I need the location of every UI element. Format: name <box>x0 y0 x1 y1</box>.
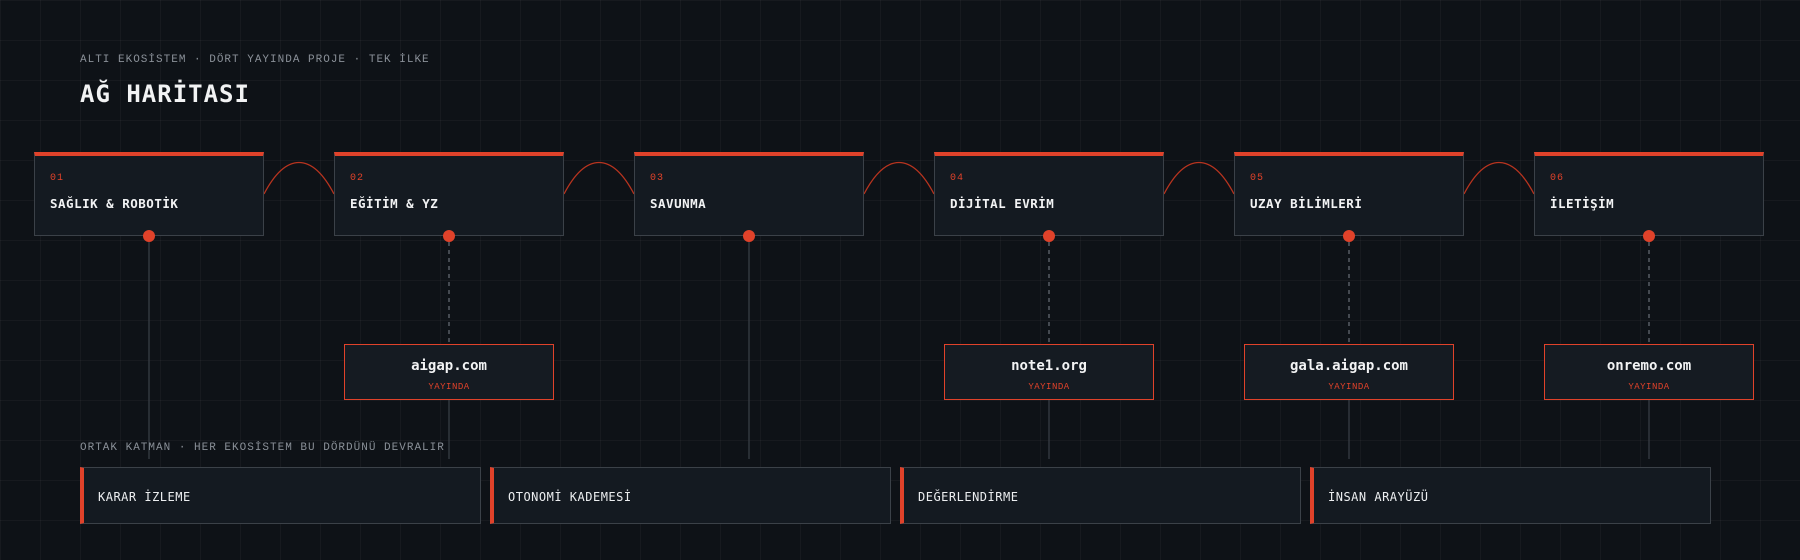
node-dot <box>143 230 155 242</box>
arc-connector <box>863 162 935 195</box>
ecosystem-number: 02 <box>350 173 365 184</box>
project-status-badge: YAYINDA <box>1328 382 1370 392</box>
shared-layer-card[interactable]: KARAR İZLEME <box>80 467 481 524</box>
project-domain[interactable]: note1.org <box>1011 358 1087 374</box>
arc-connector <box>1163 162 1235 195</box>
ecosystem-name: İLETİŞİM <box>1550 196 1615 211</box>
arc-connector <box>263 162 335 195</box>
ecosystem-number: 06 <box>1550 173 1565 184</box>
project-domain[interactable]: gala.aigap.com <box>1289 358 1408 374</box>
ecosystem-number: 03 <box>650 173 665 184</box>
shared-layer-card[interactable]: OTONOMİ KADEMESİ <box>490 467 891 524</box>
ecosystem-name: SAVUNMA <box>650 196 707 211</box>
shared-layer-name: DEĞERLENDİRME <box>918 490 1019 504</box>
shared-layer-card[interactable]: İNSAN ARAYÜZÜ <box>1310 467 1711 524</box>
eyebrow: ALTI EKOSİSTEM · DÖRT YAYINDA PROJE · TE… <box>80 54 430 66</box>
shared-layer-label: ORTAK KATMAN · HER EKOSİSTEM BU DÖRDÜNÜ … <box>80 442 445 454</box>
arc-connector <box>563 162 635 195</box>
ecosystem-number: 05 <box>1250 173 1265 184</box>
node-dot <box>1043 230 1055 242</box>
node-dot <box>1343 230 1355 242</box>
shared-layer-card[interactable]: DEĞERLENDİRME <box>900 467 1301 524</box>
project-domain[interactable]: aigap.com <box>411 358 487 374</box>
node-dot <box>443 230 455 242</box>
project-status-badge: YAYINDA <box>428 382 470 392</box>
node-dot <box>743 230 755 242</box>
ecosystem-number: 04 <box>950 173 965 184</box>
node-dot <box>1643 230 1655 242</box>
ecosystem-number: 01 <box>50 173 65 184</box>
project-status-badge: YAYINDA <box>1028 382 1070 392</box>
page-title: AĞ HARİTASI <box>80 80 250 108</box>
project-status-badge: YAYINDA <box>1628 382 1670 392</box>
ecosystem-name: UZAY BİLİMLERİ <box>1250 196 1363 211</box>
shared-layer-name: KARAR İZLEME <box>98 490 191 504</box>
shared-layer-name: İNSAN ARAYÜZÜ <box>1328 490 1429 504</box>
shared-layer-name: OTONOMİ KADEMESİ <box>508 490 632 504</box>
ecosystem-name: EĞİTİM & YZ <box>350 196 439 211</box>
ecosystem-name: DİJİTAL EVRİM <box>950 196 1055 211</box>
ecosystem-name: SAĞLIK & ROBOTİK <box>50 196 179 211</box>
arc-connector <box>1463 162 1535 195</box>
project-domain[interactable]: onremo.com <box>1606 358 1692 374</box>
